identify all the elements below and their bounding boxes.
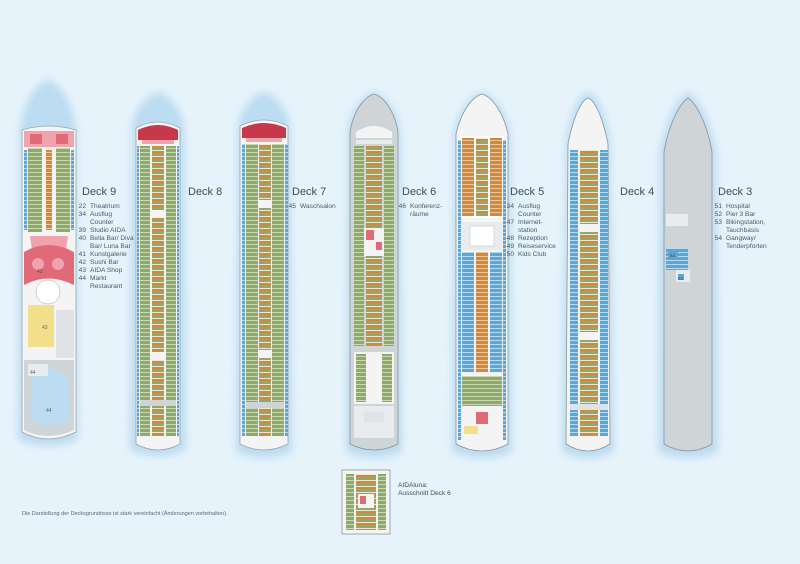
inset-caption-line1: AIDAluna: bbox=[398, 482, 428, 489]
inset-caption-line2: Ausschnitt Deck 6 bbox=[398, 490, 451, 497]
area-label-54: 54 bbox=[678, 276, 684, 281]
deck-5-title: Deck 5 bbox=[510, 186, 545, 198]
footnote: Die Darstellung der Decksgrundrisse ist … bbox=[22, 511, 228, 517]
deck-8-title: Deck 8 bbox=[188, 186, 223, 198]
area-label-44: 44 bbox=[46, 408, 52, 414]
deck-8-plan bbox=[130, 92, 186, 456]
area-label-44: 44 bbox=[30, 370, 36, 376]
area-label-43: 43 bbox=[42, 325, 48, 331]
area-label-53: 53 bbox=[670, 253, 676, 258]
area-label-42: 42 bbox=[37, 269, 43, 275]
deck-5-plan bbox=[452, 92, 512, 458]
deck-4-title: Deck 4 bbox=[620, 186, 655, 198]
deck-9-title: Deck 9 bbox=[82, 186, 117, 198]
deck-9-plan: 42 43 44 44 bbox=[18, 80, 78, 446]
deck-6-title: Deck 6 bbox=[402, 186, 437, 198]
deck-7-title: Deck 7 bbox=[292, 186, 327, 198]
deck-4-plan bbox=[562, 92, 614, 458]
deck-6-plan bbox=[346, 92, 402, 458]
deck-3-title: Deck 3 bbox=[718, 186, 753, 198]
deck-7-plan bbox=[236, 92, 292, 458]
inset-aidaluna-deck6 bbox=[341, 469, 391, 535]
inset-caption: AIDAluna: Ausschnitt Deck 6 bbox=[398, 482, 451, 498]
deck-3-plan: 53 54 bbox=[658, 92, 718, 458]
